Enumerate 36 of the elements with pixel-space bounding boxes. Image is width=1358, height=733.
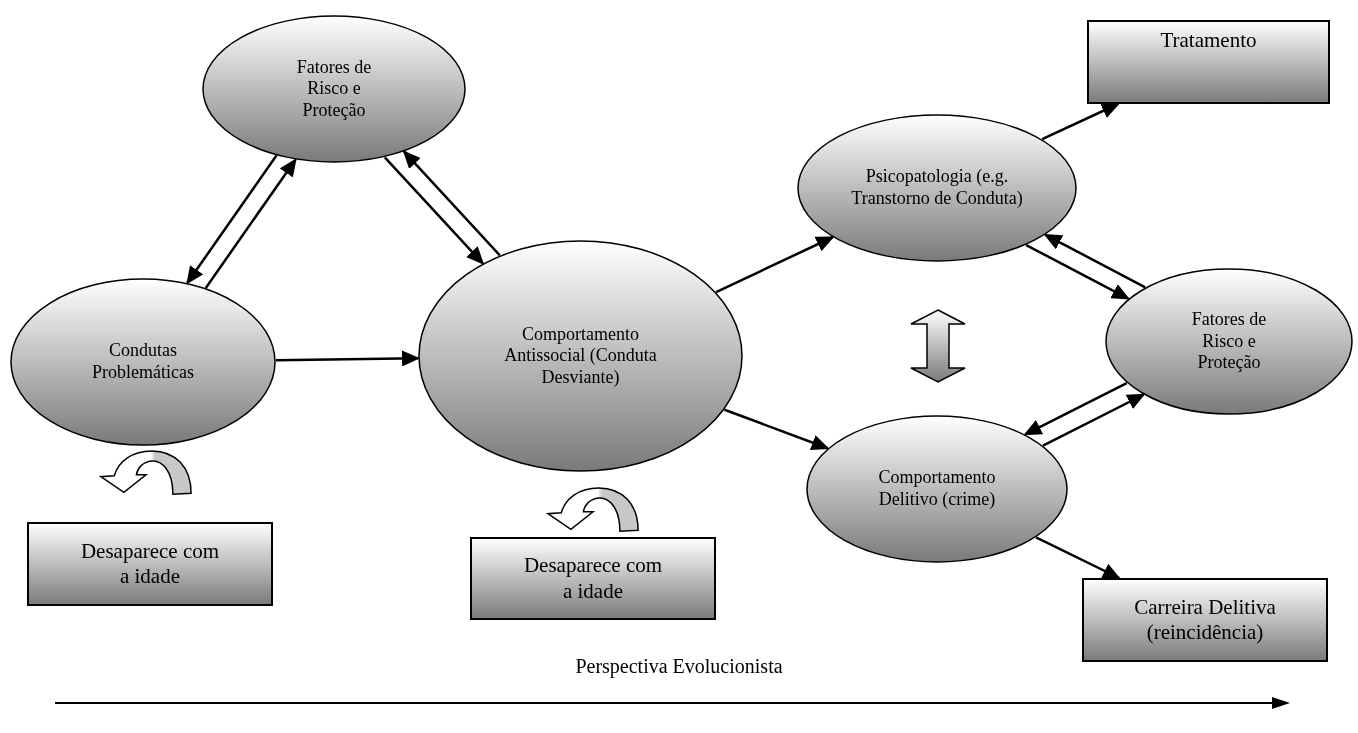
process-box <box>1082 578 1328 662</box>
node-text: Desaparece com a idade <box>80 538 220 590</box>
node-text: Psicopatologia (e.g. Transtorno de Conduta) <box>850 166 1024 210</box>
arrow <box>1035 536 1121 580</box>
double-block-arrow <box>910 309 966 383</box>
ellipse-node <box>10 278 276 446</box>
arrow <box>186 154 278 285</box>
process-box <box>27 522 273 606</box>
ellipse-node <box>806 415 1068 563</box>
node-text: Tratamento <box>1160 28 1257 54</box>
process-box <box>470 537 716 620</box>
arrow <box>402 150 501 257</box>
node-text: Carreira Delitiva (reincidência) <box>1133 594 1277 646</box>
arrow <box>1041 102 1120 141</box>
arrow <box>1043 233 1146 289</box>
curved-arrow <box>100 450 192 495</box>
arrow <box>724 408 830 451</box>
arrow <box>715 236 835 294</box>
arrow <box>204 158 297 289</box>
ellipse-node <box>202 15 466 163</box>
ellipse-node <box>1105 268 1353 415</box>
arrow <box>1025 243 1130 300</box>
node-text: Fatores de Risco e Proteção <box>295 56 373 122</box>
curved-arrow <box>547 487 639 532</box>
node-text: Desaparece com a idade <box>523 553 663 604</box>
arrow <box>383 156 485 265</box>
axis-label: Perspectiva Evolucionista <box>575 655 783 677</box>
node-text: Comportamento Antissocial (Conduta Desviante) <box>503 323 658 389</box>
ellipse-node <box>418 240 743 472</box>
node-text: Fatores de Risco e Proteção <box>1190 309 1268 374</box>
arrow <box>1042 393 1146 447</box>
process-box <box>1087 20 1330 104</box>
node-text: Comportamento Delitivo (crime) <box>877 467 997 511</box>
node-text: Condutas Problemáticas <box>91 340 195 384</box>
ellipse-node <box>797 114 1077 262</box>
arrow <box>1023 381 1128 436</box>
